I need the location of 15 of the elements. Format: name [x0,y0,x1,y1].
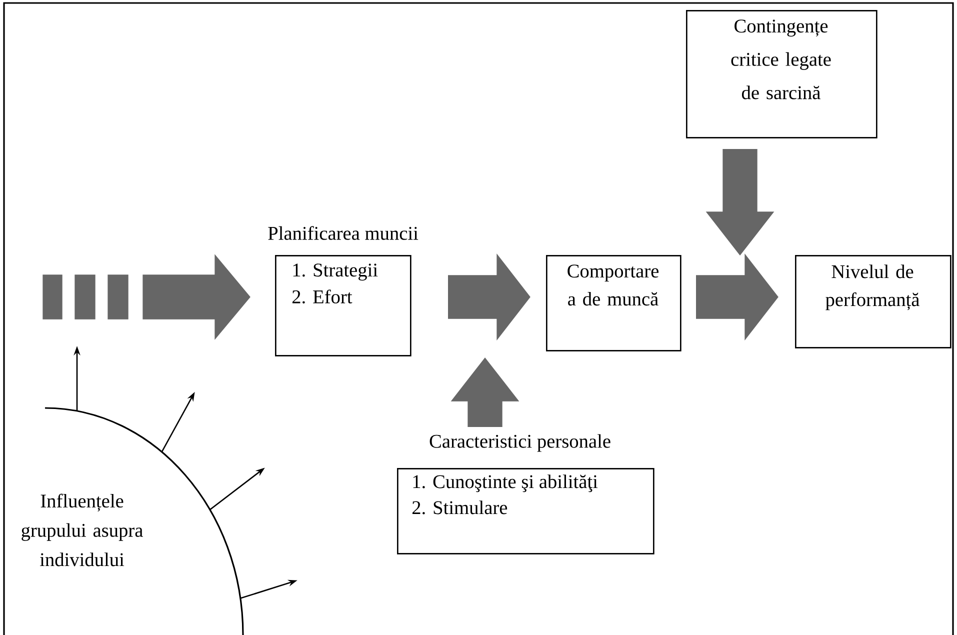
dashed-block-arrow [42,254,250,340]
box-text: Nivelul de performanță [826,264,920,310]
list-item: 2. Stimulare [412,500,508,514]
list-item: 2. Efort [292,290,352,304]
list-item: 1. Cunoştinte şi abilităţi [413,474,598,492]
box-text: Contingențe critice legate de sarcină [731,20,831,100]
block-arrow [706,149,774,256]
box-heading: Planificarea muncii [268,226,418,240]
block-arrow [450,357,520,427]
block-arrow [448,254,530,340]
box-heading: Caracteristici personale [430,434,610,452]
list-item: 1. Strategii [293,264,378,281]
box-text: Comportare a de muncă [568,264,658,306]
block-arrow [696,254,778,340]
group-label: Influențele grupului asupra individului [22,494,143,566]
